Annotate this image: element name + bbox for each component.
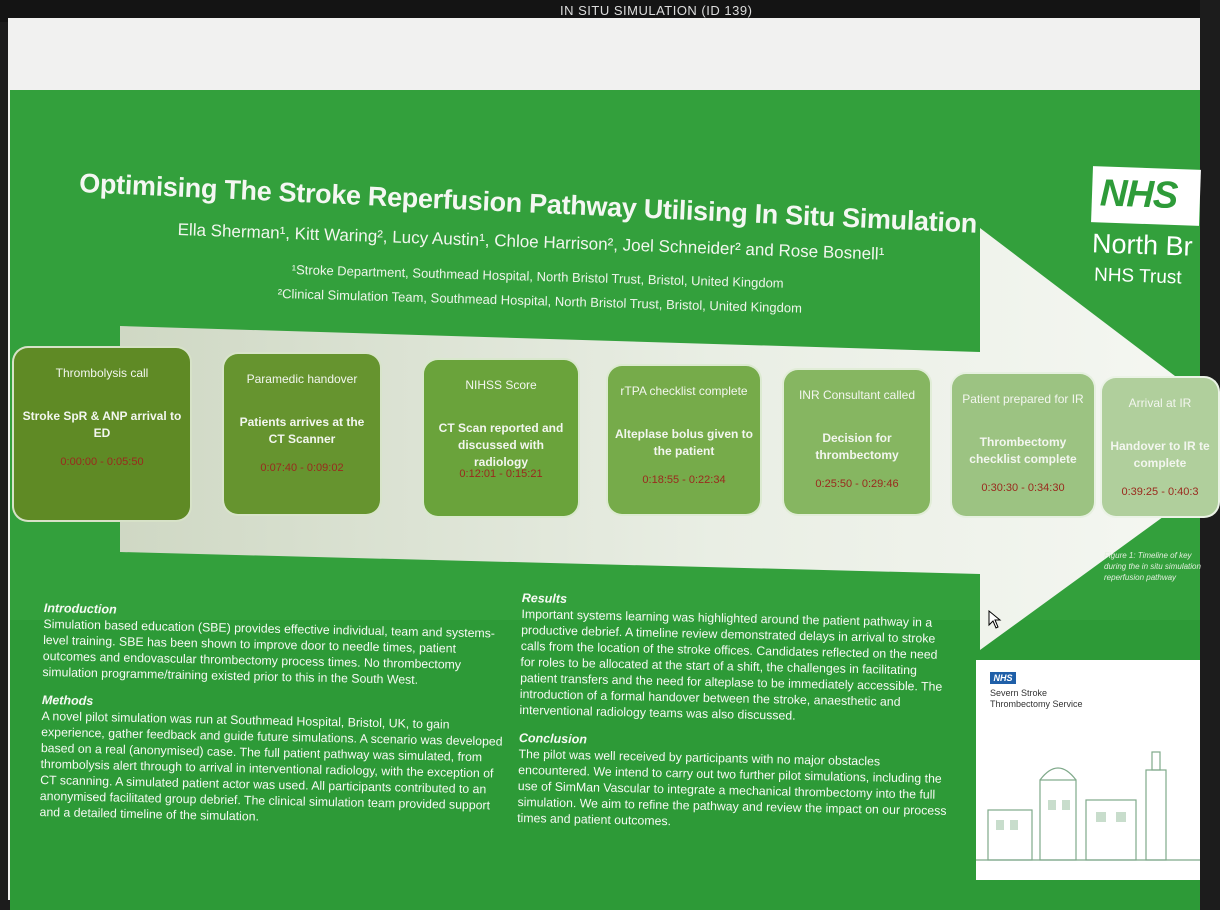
methods-text: A novel pilot simulation was run at Sout… (39, 708, 503, 824)
service-logo-panel: NHS Severn Stroke Thrombectomy Service (976, 660, 1200, 880)
stage-description: CT Scan reported and discussed with radi… (438, 421, 564, 469)
mouse-cursor-icon (988, 609, 1002, 629)
stage-description: Patients arrives at the CT Scanner (239, 415, 365, 446)
left-column: Introduction Simulation based education … (39, 600, 506, 842)
figure-caption: Figure 1: Timeline of key during the in … (1104, 551, 1201, 582)
stage-description: Handover to IR te complete (1110, 439, 1210, 470)
stage-time: 0:18:55 - 0:22:34 (642, 474, 726, 486)
introduction-text: Simulation based education (SBE) provide… (42, 616, 496, 687)
service-nhs-logo: NHS (990, 672, 1016, 684)
stage-time: 0:07:40 - 0:09:02 (260, 462, 344, 474)
window-title: IN SITU SIMULATION (ID 139) (560, 3, 753, 18)
stage-description: Decision for thrombectomy (815, 431, 899, 462)
stage-time: 0:30:30 - 0:34:30 (981, 482, 1065, 494)
stage-time: 0:00:00 - 0:05:50 (60, 456, 144, 468)
stage-label: INR Consultant called (798, 388, 916, 402)
stage-time: 0:12:01 - 0:15:21 (459, 468, 543, 480)
trust-suffix: NHS Trust (1093, 264, 1182, 289)
timeline-stage: NIHSS Score CT Scan reported and discusse… (422, 358, 580, 518)
stage-time: 0:39:25 - 0:40:3 (1121, 486, 1199, 498)
trust-name: North Br (1091, 228, 1194, 262)
stage-time: 0:25:50 - 0:29:46 (815, 478, 899, 490)
stage-label: Patient prepared for IR (962, 392, 1084, 406)
stage-description: Thrombectomy checklist complete (969, 435, 1077, 466)
service-name-line1: Severn Stroke (990, 688, 1048, 698)
poster[interactable]: Optimising The Stroke Reperfusion Pathwa… (10, 90, 1220, 910)
nhs-logo: NHS (1091, 166, 1201, 226)
timeline-stage: Patient prepared for IR Thrombectomy chec… (950, 372, 1096, 518)
stage-label: Arrival at IR (1128, 396, 1192, 410)
service-name-line2: Thrombectomy Service (990, 699, 1083, 709)
stage-label: Paramedic handover (246, 372, 358, 386)
results-text: Important systems learning was highlight… (519, 606, 943, 723)
timeline-stage: Arrival at IR Handover to IR te complete 0… (1100, 376, 1220, 518)
stage-description: Alteplase bolus given to the patient (614, 427, 754, 458)
right-column: Results Important systems learning was h… (517, 590, 952, 847)
stage-label: NIHSS Score (465, 378, 537, 392)
stage-description: Stroke SpR & ANP arrival to ED (22, 409, 182, 440)
hospital-illustration (976, 751, 1200, 861)
service-name: Severn Stroke Thrombectomy Service (990, 688, 1083, 710)
nhs-logo-text: NHS (1099, 172, 1178, 218)
window-title-bar: IN SITU SIMULATION (ID 139) (0, 0, 1200, 22)
stage-label: Thrombolysis call (55, 366, 149, 380)
stage-label: rTPA checklist complete (620, 384, 748, 398)
conclusion-text: The pilot was well received by participa… (517, 746, 947, 829)
